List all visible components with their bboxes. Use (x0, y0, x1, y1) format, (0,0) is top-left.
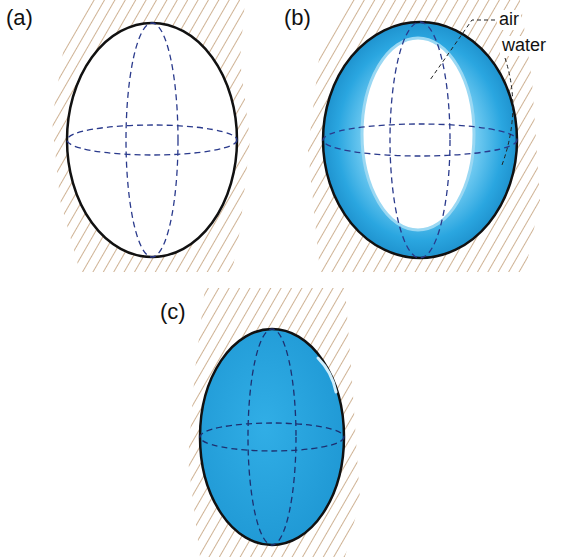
pore (67, 23, 237, 257)
panel-label: (b) (284, 6, 311, 30)
water-shell (323, 22, 517, 258)
callout-label: air (497, 10, 521, 30)
air-core (362, 38, 474, 230)
meridian (390, 22, 450, 258)
rock-hatch (52, 0, 250, 272)
leader-line (430, 20, 495, 80)
equator (323, 124, 517, 156)
panel-label: (a) (6, 6, 33, 30)
meridian (126, 23, 178, 257)
meridian (248, 329, 296, 545)
equator (200, 423, 344, 451)
water-filled-pore (200, 329, 344, 545)
highlight (318, 358, 336, 392)
panel-label: (c) (160, 300, 186, 324)
equator (67, 125, 237, 155)
leader-line (502, 58, 513, 165)
rock-hatch (188, 288, 360, 557)
callout-label: water (500, 36, 548, 56)
